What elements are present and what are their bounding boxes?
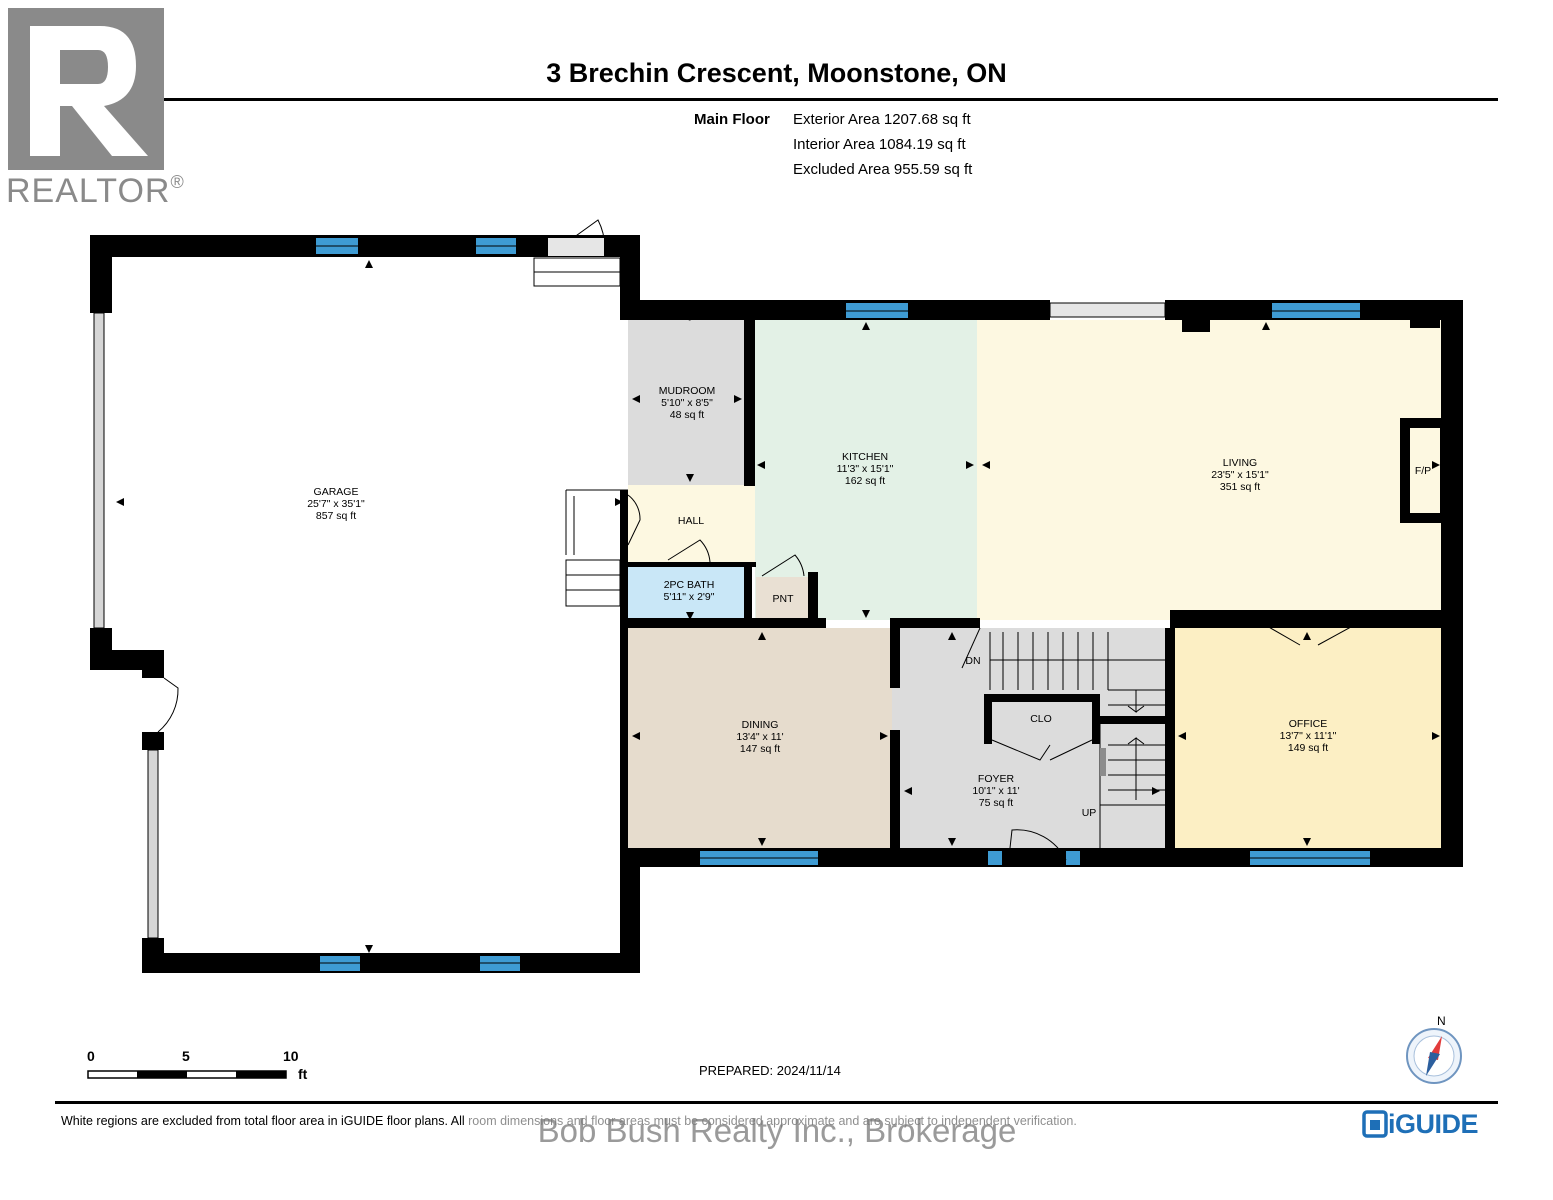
mudroom-area: 48 sq ft xyxy=(669,409,705,421)
dining-fill xyxy=(628,628,892,848)
room-office: OFFICE 13'7" x 11'1" 149 sq ft xyxy=(1258,718,1358,754)
office-area: 149 sq ft xyxy=(1287,742,1329,754)
foyer-dims: 10'1" x 11' xyxy=(972,785,1020,797)
title-divider xyxy=(55,98,1498,101)
interior-area: Interior Area 1084.19 sq ft xyxy=(793,136,966,153)
scale-tick-10: 10 xyxy=(283,1048,299,1064)
fireplace-label: F/P xyxy=(1414,465,1432,477)
realtor-registered-mark: ® xyxy=(170,172,185,192)
garage-side-door xyxy=(93,312,105,629)
compass-north-label: N xyxy=(1437,1014,1446,1028)
hall-fill xyxy=(628,485,755,565)
room-pantry: PNT xyxy=(772,593,794,605)
stairs-down-label: DN xyxy=(965,655,981,667)
sliding-door xyxy=(1049,302,1166,318)
page-title: 3 Brechin Crescent, Moonstone, ON xyxy=(546,58,1007,88)
room-kitchen: KITCHEN 11'3" x 15'1" 162 sq ft xyxy=(815,451,915,487)
bath-fill xyxy=(628,565,746,620)
kitchen-area: 162 sq ft xyxy=(844,475,886,487)
doors xyxy=(157,219,1361,861)
living-name: LIVING xyxy=(1222,457,1258,469)
bath-name: 2PC BATH xyxy=(663,579,715,591)
realtor-wordmark: REALTOR® xyxy=(6,172,185,211)
mudroom-fill xyxy=(628,320,746,485)
iguide-mark-icon xyxy=(1362,1110,1388,1138)
dining-area: 147 sq ft xyxy=(739,743,781,755)
excluded-area: Excluded Area 955.59 sq ft xyxy=(793,161,973,178)
garage-dims: 25'7" x 35'1" xyxy=(307,498,365,510)
scale-unit: ft xyxy=(298,1066,308,1082)
kitchen-dims: 11'3" x 15'1" xyxy=(836,463,894,475)
dining-name: DINING xyxy=(741,719,779,731)
living-dims: 23'5" x 15'1" xyxy=(1211,469,1269,481)
realtor-logo-icon xyxy=(8,8,164,170)
bath-dims: 5'11" x 2'9" xyxy=(663,591,715,603)
floor-label: Main Floor xyxy=(694,111,770,128)
living-area: 351 sq ft xyxy=(1219,481,1261,493)
room-closet: CLO xyxy=(1030,713,1052,725)
footer-divider xyxy=(55,1101,1498,1104)
room-mudroom: MUDROOM 5'10" x 8'5" 48 sq ft xyxy=(637,385,737,421)
dining-dims: 13'4" x 11' xyxy=(736,731,784,743)
realtor-name: REALTOR xyxy=(6,172,171,210)
pantry-fill xyxy=(756,577,811,619)
office-fill xyxy=(1172,628,1443,848)
garage-steps xyxy=(533,257,621,607)
stairs-up-label: UP xyxy=(1081,807,1097,819)
brokerage-watermark: Bob Bush Realty Inc., Brokerage xyxy=(467,1110,1087,1152)
room-hall: HALL xyxy=(677,515,705,527)
room-bath: 2PC BATH 5'11" x 2'9" xyxy=(639,579,739,603)
room-living: LIVING 23'5" x 15'1" 351 sq ft xyxy=(1190,457,1290,493)
living-fill xyxy=(977,320,1443,620)
iguide-logo: iGUIDE xyxy=(1388,1109,1479,1139)
scale-tick-0: 0 xyxy=(87,1048,95,1064)
room-foyer: FOYER 10'1" x 11' 75 sq ft xyxy=(946,773,1046,809)
prepared-date: PREPARED: 2024/11/14 xyxy=(699,1063,841,1078)
office-dims: 13'7" x 11'1" xyxy=(1279,730,1337,742)
closet-fill xyxy=(990,700,1093,738)
kitchen-name: KITCHEN xyxy=(841,451,889,463)
exterior-area: Exterior Area 1207.68 sq ft xyxy=(793,111,971,128)
mudroom-name: MUDROOM xyxy=(658,385,716,397)
foyer-area: 75 sq ft xyxy=(978,797,1014,809)
office-name: OFFICE xyxy=(1288,718,1328,730)
scale-tick-5: 5 xyxy=(182,1048,190,1064)
room-garage: GARAGE 25'7" x 35'1" 857 sq ft xyxy=(286,486,386,522)
room-fills xyxy=(110,255,1443,955)
compass-icon xyxy=(1406,1028,1462,1084)
foyer-name: FOYER xyxy=(977,773,1015,785)
dimension-arrows xyxy=(116,260,1440,953)
room-dining: DINING 13'4" x 11' 147 sq ft xyxy=(710,719,810,755)
kitchen-fill xyxy=(755,320,977,620)
scale-bar xyxy=(87,1070,287,1079)
garage-name: GARAGE xyxy=(313,486,359,498)
mudroom-dims: 5'10" x 8'5" xyxy=(661,397,713,409)
garage-overhead-door xyxy=(147,749,159,939)
fireplace-insert xyxy=(1410,428,1440,513)
garage-fill xyxy=(110,255,626,955)
stair-rail xyxy=(1100,748,1106,776)
garage-area: 857 sq ft xyxy=(315,510,357,522)
window-dividers xyxy=(316,245,1370,964)
